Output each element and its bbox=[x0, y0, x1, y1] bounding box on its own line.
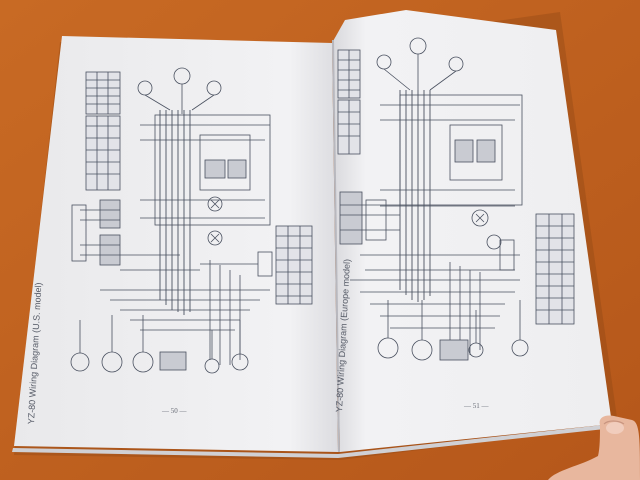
left-page-number: — 50 — bbox=[162, 407, 187, 415]
left-wiring-diagram bbox=[70, 67, 313, 374]
left-legend-tables bbox=[85, 71, 313, 305]
page-stack-edge bbox=[12, 424, 614, 458]
gutter bbox=[332, 39, 340, 453]
right-legend-tables bbox=[337, 49, 575, 325]
right-wiring-diagram bbox=[337, 37, 575, 361]
right-page-number: — 51 — bbox=[464, 402, 489, 410]
thumb-hand bbox=[548, 415, 640, 480]
right-page bbox=[332, 10, 612, 452]
